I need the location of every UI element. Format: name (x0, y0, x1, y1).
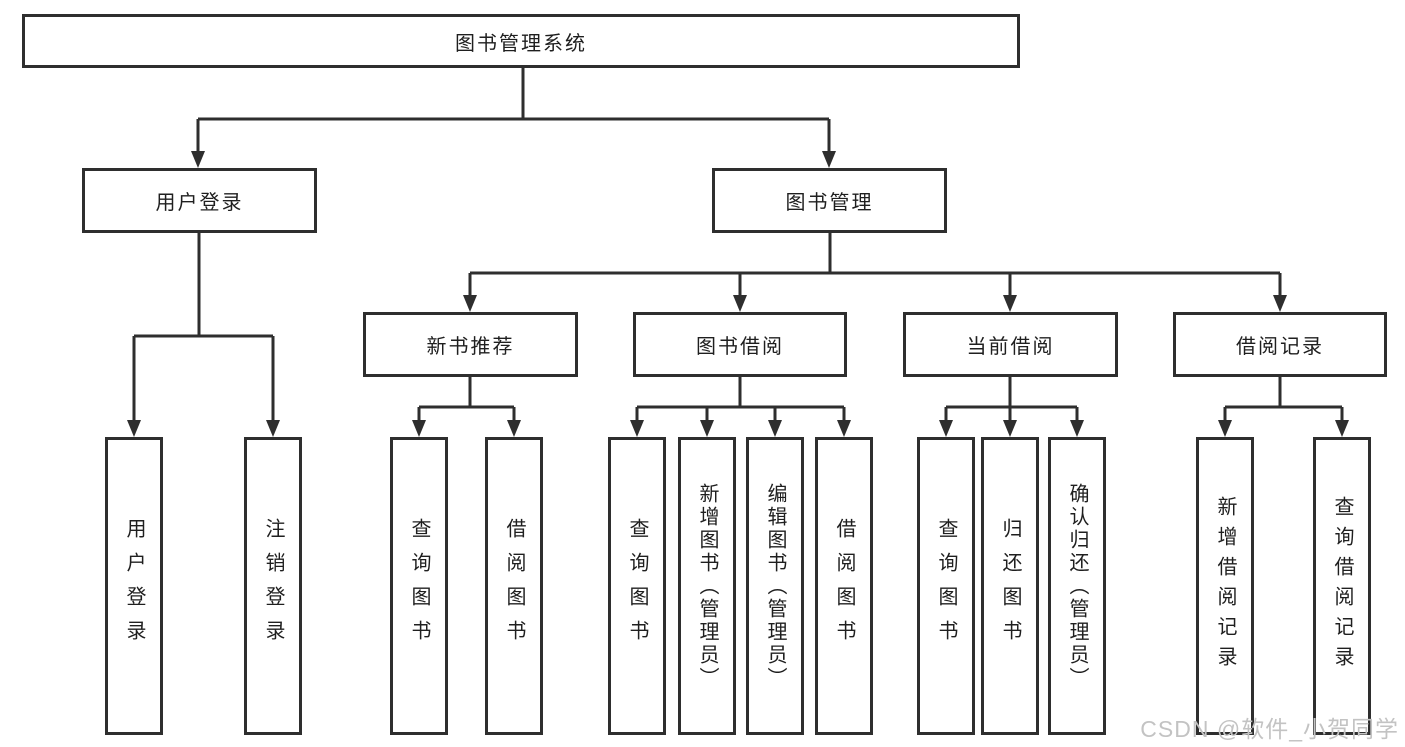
new-book-recommend-node: 新书推荐 (363, 312, 578, 377)
leaf-logout-login-label: 注销登录 (262, 518, 284, 654)
book-borrowing-node: 图书借阅 (633, 312, 847, 377)
borrowing-records-node-label: 借阅记录 (1236, 336, 1324, 358)
leaf-query-books-2-label: 查询图书 (626, 518, 648, 654)
root-node-library-management-system: 图书管理系统 (22, 14, 1020, 68)
leaf-query-books-3: 查询图书 (917, 437, 975, 735)
leaf-add-books-admin-label: 新增图书（管理员） (696, 482, 718, 690)
borrowing-records-node: 借阅记录 (1173, 312, 1387, 377)
leaf-borrow-books-2: 借阅图书 (815, 437, 873, 735)
leaf-confirm-return-admin: 确认归还（管理员） (1048, 437, 1106, 735)
leaf-query-borrow-record-label: 查询借阅记录 (1331, 496, 1353, 676)
current-borrowing-node-label: 当前借阅 (966, 336, 1055, 358)
new-book-recommend-node-label: 新书推荐 (426, 336, 515, 358)
user-login-node-label: 用户登录 (155, 192, 244, 214)
leaf-query-borrow-record: 查询借阅记录 (1313, 437, 1371, 735)
leaf-edit-books-admin: 编辑图书（管理员） (746, 437, 804, 735)
leaf-logout-login: 注销登录 (244, 437, 302, 735)
watermark: CSDN @软件_小贺同学 (1140, 716, 1399, 742)
leaf-return-books: 归还图书 (981, 437, 1039, 735)
book-management-node: 图书管理 (712, 168, 947, 233)
book-borrowing-node-label: 图书借阅 (696, 336, 784, 358)
root-node-label: 图书管理系统 (455, 32, 587, 55)
leaf-borrow-books-1-label: 借阅图书 (503, 518, 525, 654)
leaf-return-books-label: 归还图书 (999, 518, 1021, 654)
leaf-add-borrow-record-label: 新增借阅记录 (1214, 496, 1236, 676)
leaf-user-login-label: 用户登录 (123, 518, 145, 654)
leaf-borrow-books-2-label: 借阅图书 (833, 518, 855, 654)
leaf-query-books-2: 查询图书 (608, 437, 666, 735)
leaf-borrow-books-1: 借阅图书 (485, 437, 543, 735)
leaf-add-books-admin: 新增图书（管理员） (678, 437, 736, 735)
leaf-query-books-1-label: 查询图书 (408, 518, 430, 654)
leaf-edit-books-admin-label: 编辑图书（管理员） (764, 482, 786, 690)
leaf-query-books-1: 查询图书 (390, 437, 448, 735)
leaf-confirm-return-admin-label: 确认归还（管理员） (1066, 482, 1088, 690)
leaf-query-books-3-label: 查询图书 (935, 518, 957, 654)
leaf-add-borrow-record: 新增借阅记录 (1196, 437, 1254, 735)
user-login-node: 用户登录 (82, 168, 317, 233)
leaf-user-login: 用户登录 (105, 437, 163, 735)
current-borrowing-node: 当前借阅 (903, 312, 1118, 377)
book-management-node-label: 图书管理 (785, 192, 874, 214)
